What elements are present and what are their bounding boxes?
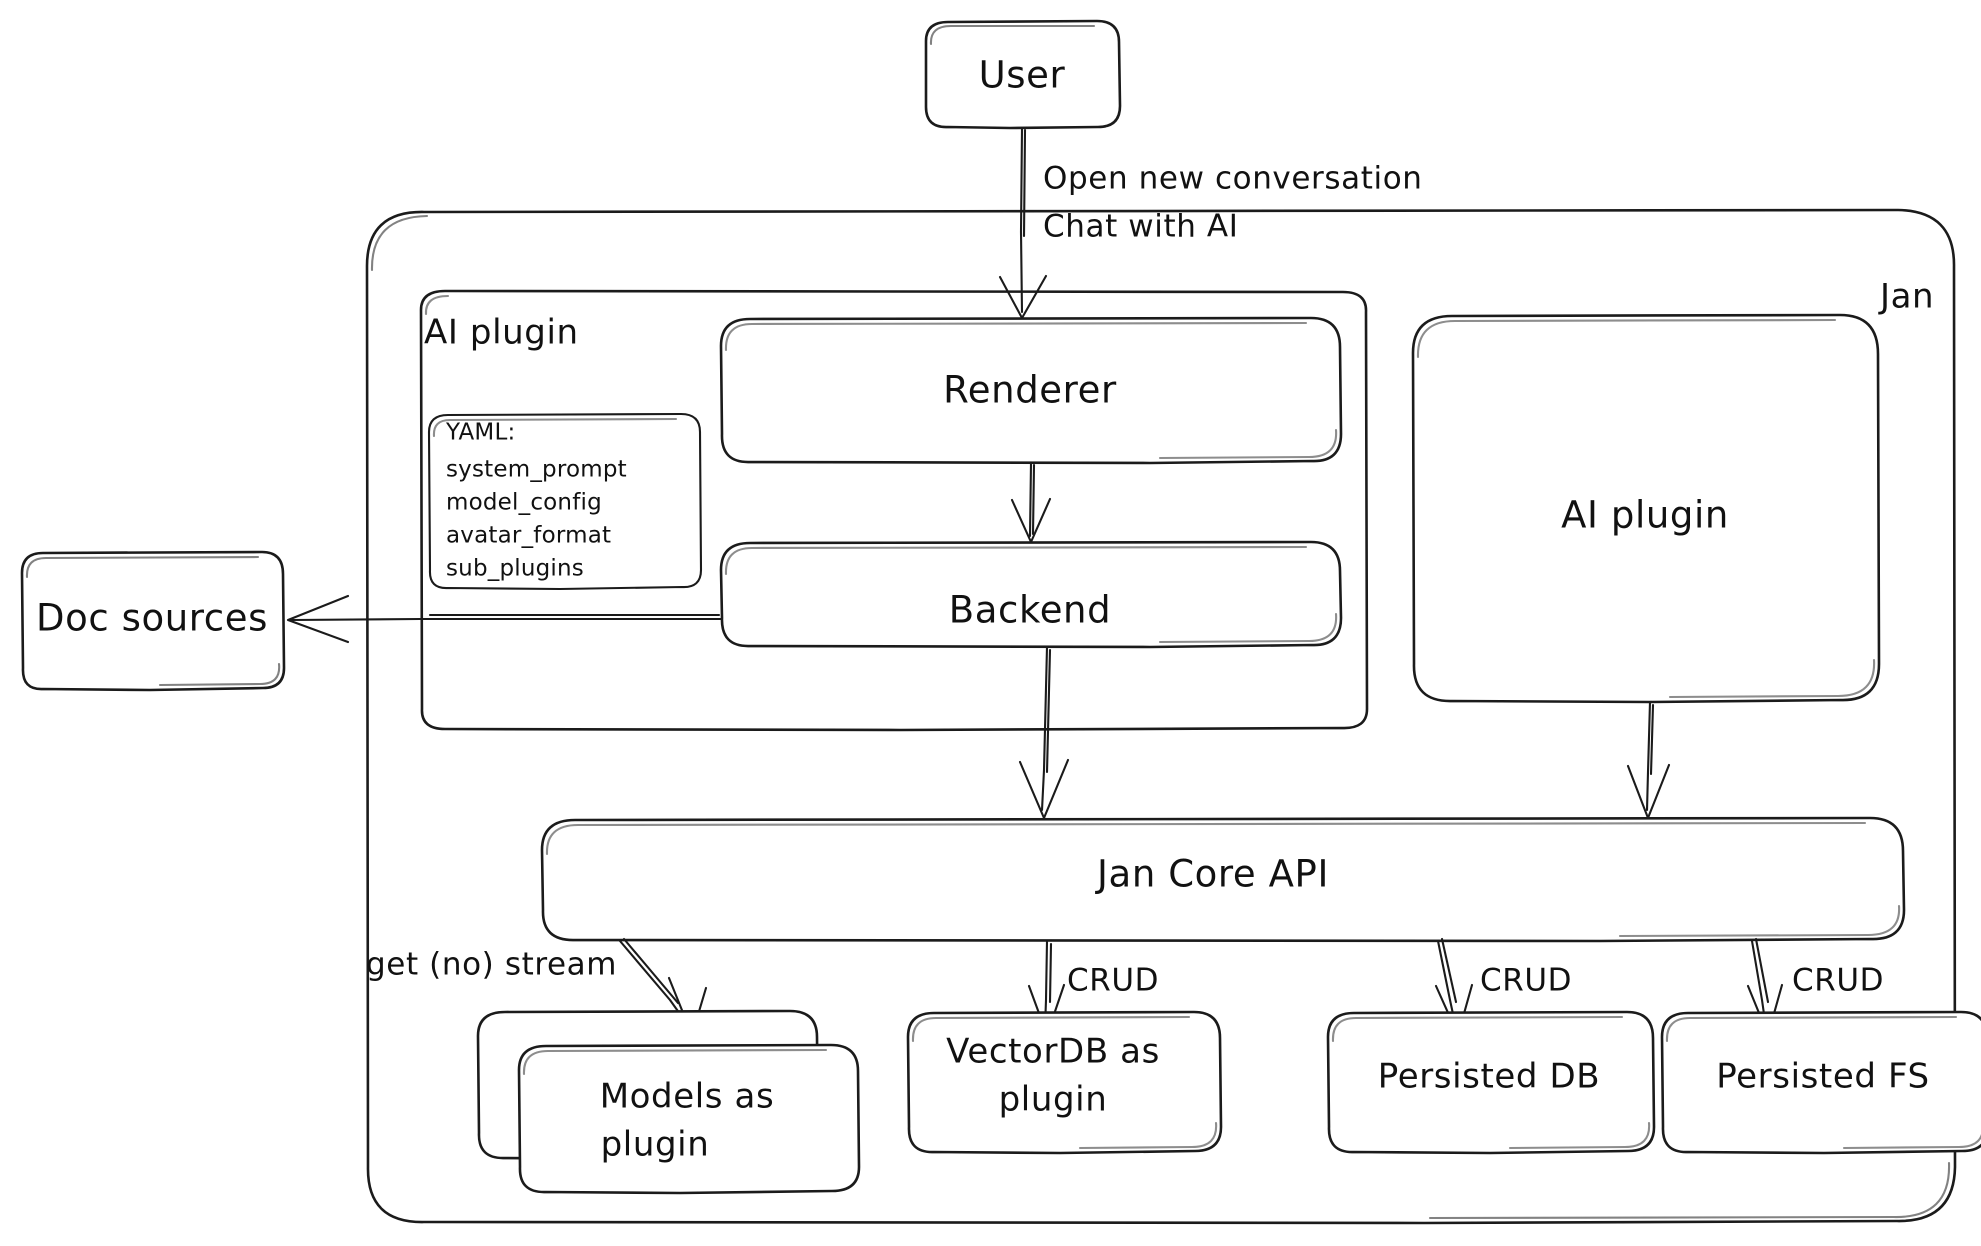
yaml-item-model-config: model_config bbox=[446, 490, 602, 516]
doc-sources-node[interactable] bbox=[20, 550, 286, 692]
ai-plugin-group bbox=[419, 289, 1369, 732]
yaml-item-system-prompt: system_prompt bbox=[446, 457, 627, 483]
doc-sources-node-label: Doc sources bbox=[36, 597, 268, 640]
yaml-card-header: YAML: bbox=[445, 420, 515, 446]
edge-label-open-new-conversation: Open new conversation bbox=[1043, 161, 1423, 197]
backend-node[interactable] bbox=[719, 540, 1343, 649]
edge-label-crud-persisted-fs: CRUD bbox=[1792, 963, 1884, 999]
vectordb-as-plugin-label-line2: plugin bbox=[999, 1080, 1108, 1120]
persisted-db-label: Persisted DB bbox=[1378, 1057, 1600, 1097]
yaml-item-avatar-format: avatar_format bbox=[446, 523, 611, 549]
backend-node-label: Backend bbox=[949, 589, 1111, 632]
renderer-node[interactable] bbox=[719, 316, 1343, 465]
renderer-node-label: Renderer bbox=[943, 369, 1117, 412]
edge-label-chat-with-ai: Chat with AI bbox=[1043, 209, 1238, 245]
jan-core-api-label: Jan Core API bbox=[1095, 853, 1329, 896]
vectordb-as-plugin-label-line1: VectorDB as bbox=[946, 1032, 1160, 1072]
jan-container bbox=[365, 208, 1957, 1225]
ai-plugin-group-label: AI plugin bbox=[424, 313, 579, 353]
ai-plugin-node[interactable] bbox=[1411, 313, 1881, 704]
edge-label-crud-persisted-db: CRUD bbox=[1480, 963, 1572, 999]
persisted-db-node[interactable] bbox=[1326, 1010, 1656, 1155]
models-as-plugin-label-line2: plugin bbox=[601, 1125, 710, 1165]
edge-renderer-to-backend bbox=[1010, 461, 1052, 544]
models-as-plugin-node[interactable] bbox=[476, 1009, 861, 1195]
vectordb-as-plugin-node[interactable] bbox=[906, 1010, 1223, 1155]
edge-backend-to-core-api bbox=[1018, 645, 1070, 820]
jan-core-api-node[interactable] bbox=[540, 816, 1906, 943]
yaml-card bbox=[427, 412, 703, 591]
jan-container-label: Jan bbox=[1878, 277, 1934, 317]
persisted-fs-node[interactable] bbox=[1660, 1010, 1981, 1155]
user-node-label: User bbox=[979, 54, 1066, 97]
ai-plugin-node-label: AI plugin bbox=[1561, 494, 1729, 537]
persisted-fs-label: Persisted FS bbox=[1716, 1057, 1929, 1097]
yaml-item-sub-plugins: sub_plugins bbox=[446, 556, 584, 582]
models-as-plugin-label-line1: Models as bbox=[600, 1077, 775, 1117]
edge-label-crud-vectordb: CRUD bbox=[1067, 963, 1159, 999]
edge-user-to-renderer bbox=[998, 126, 1048, 320]
edge-ai-plugin-to-core-api bbox=[1626, 700, 1671, 820]
user-node[interactable] bbox=[924, 19, 1122, 130]
edge-backend-to-doc-sources bbox=[286, 594, 723, 644]
edge-label-get-no-stream: get (no) stream bbox=[366, 947, 617, 983]
